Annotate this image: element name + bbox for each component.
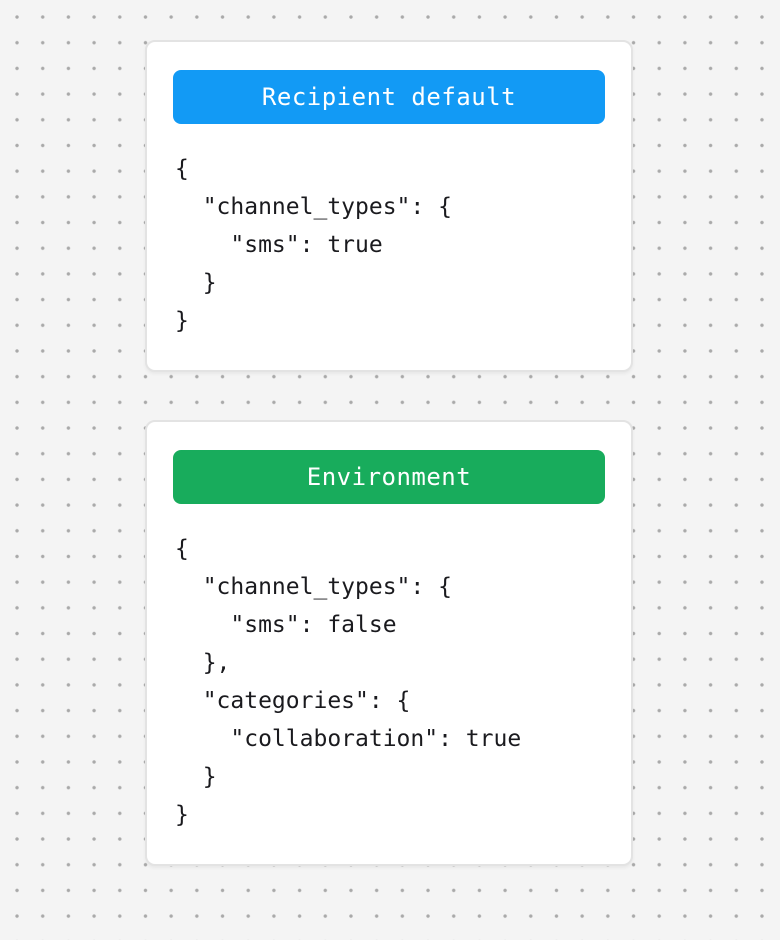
canvas: { "colors": { "canvas_background": "#f4f… xyxy=(0,40,780,940)
recipient-default-json-code: { "channel_types": { "sms": true } } xyxy=(175,156,452,334)
environment-card: Environment { "channel_types": { "sms": … xyxy=(145,420,633,866)
dotted-background: Recipient default { "channel_types": { "… xyxy=(0,40,780,940)
recipient-default-card: Recipient default { "channel_types": { "… xyxy=(145,40,633,372)
recipient-default-badge: Recipient default xyxy=(173,70,605,124)
environment-badge: Environment xyxy=(173,450,605,504)
environment-json-code: { "channel_types": { "sms": false }, "ca… xyxy=(175,536,522,828)
